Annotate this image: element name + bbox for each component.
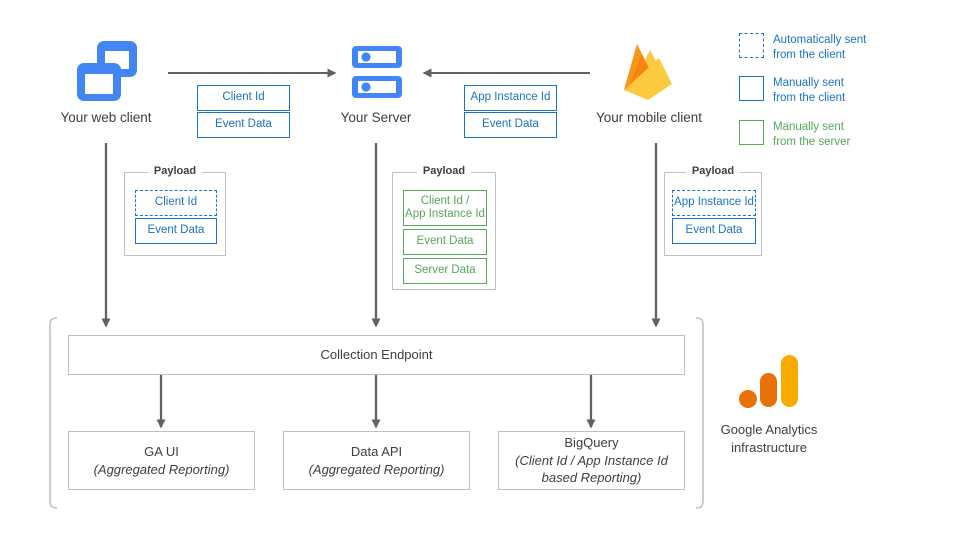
google-analytics-logo [739, 355, 798, 408]
output-title: BigQuery [564, 435, 619, 451]
output-subtitle: (Client Id / App Instance Id based Repor… [515, 452, 668, 486]
legend-label: Manually sent from the client [773, 77, 846, 105]
payload-web-client: Payload Client Id Event Data [124, 165, 226, 256]
output-box-bigquery: BigQuery (Client Id / App Instance Id ba… [498, 431, 685, 490]
output-title: GA UI [144, 443, 179, 459]
legend-swatch-solid-blue [739, 76, 764, 102]
firebase-flame-icon [624, 44, 672, 100]
payload-item-event-data: Event Data [672, 218, 756, 244]
mobile-client-label: Your mobile client [595, 110, 703, 125]
payload-item-event-data: Event Data [403, 229, 487, 255]
legend-swatch-dashed-blue [739, 33, 764, 58]
payload-item-server-data: Server Data [403, 258, 487, 284]
legend-swatch-solid-green [739, 119, 764, 145]
legend-item-manual-server: Manually sent from the server [739, 119, 939, 149]
server-label: Your Server [340, 110, 412, 125]
collection-endpoint-label: Collection Endpoint [320, 347, 433, 363]
payload-server-title: Payload [416, 165, 472, 177]
payload-server: Payload Client Id / App Instance Id Even… [392, 165, 496, 290]
output-subtitle: (Aggregated Reporting) [308, 461, 445, 477]
payload-item-app-instance-id: App Instance Id [672, 190, 756, 216]
legend-item-automatic-client: Automatically sent from the client [739, 33, 939, 62]
payload-item-event-data: Event Data [135, 218, 217, 244]
transfer-chip-web-client-id: Client Id [197, 85, 290, 111]
collection-endpoint-box: Collection Endpoint [68, 335, 685, 375]
output-title: Data API [350, 443, 403, 459]
payload-item-client-id-app-instance-id: Client Id / App Instance Id [403, 190, 487, 226]
bracket-left [49, 317, 58, 509]
legend: Automatically sent from the client Manua… [739, 33, 939, 149]
legend-item-manual-client: Manually sent from the client [739, 76, 939, 105]
transfer-chip-mobile-app-instance-id: App Instance Id [464, 85, 557, 111]
output-box-ga-ui: GA UI (Aggregated Reporting) [68, 431, 255, 490]
legend-label: Automatically sent from the client [773, 34, 867, 61]
legend-label: Manually sent from the server [773, 120, 851, 148]
payload-item-client-id: Client Id [135, 190, 217, 216]
browser-windows-icon [77, 41, 137, 101]
infrastructure-caption: Google Analytics infrastructure [720, 422, 818, 455]
web-client-label: Your web client [60, 110, 152, 125]
transfer-chip-mobile-event-data: Event Data [464, 112, 557, 138]
output-subtitle: (Aggregated Reporting) [93, 461, 230, 477]
output-box-data-api: Data API (Aggregated Reporting) [283, 431, 470, 490]
payload-mobile-client: Payload App Instance Id Event Data [664, 165, 762, 256]
transfer-chip-web-event-data: Event Data [197, 112, 290, 138]
payload-mobile-client-title: Payload [685, 165, 741, 177]
payload-web-client-title: Payload [147, 165, 203, 177]
server-rack-icon [352, 46, 402, 98]
bracket-right [695, 317, 704, 509]
